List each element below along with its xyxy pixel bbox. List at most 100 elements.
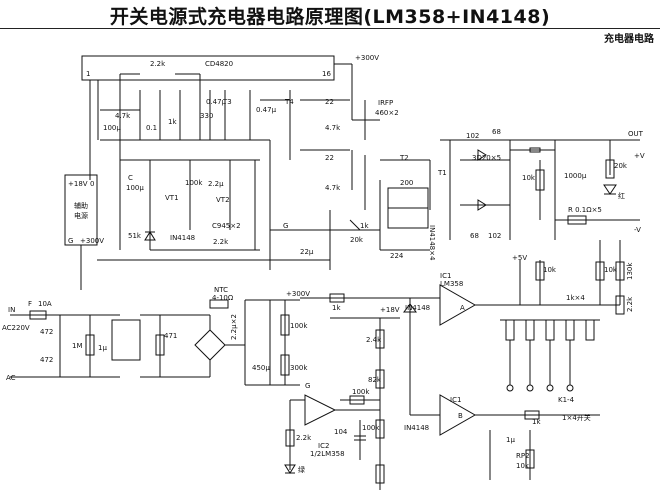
label-c-2-2ux2: 2.2μ×2: [230, 314, 238, 340]
label-ic1-top: IC1: [440, 272, 451, 280]
label-r-2k2-c: 2.2k: [626, 296, 634, 312]
label-c-100u-b: 100μ: [126, 184, 144, 192]
label-in4148-bot: IN4148: [404, 424, 429, 432]
label-c-224: 224: [390, 252, 404, 260]
label-300v-mid: +300V: [286, 290, 310, 298]
label-r-68-a: 68: [492, 128, 501, 136]
label-aux-0: 0: [90, 180, 94, 188]
label-r-2k2-d: 2.2k: [296, 434, 312, 442]
label-out: OUT: [628, 130, 644, 138]
label-300v-top: +300V: [355, 54, 379, 62]
label-c945: C945×2: [212, 222, 241, 230]
label-t2: T2: [399, 154, 409, 162]
label-r-300k: 300k: [290, 364, 308, 372]
emi-filter: [111, 319, 141, 361]
label-switch-1x4: 1×4开关: [562, 413, 591, 422]
label-c-2-2u: 2.2μ: [208, 180, 224, 188]
label-vt2: VT2: [216, 196, 230, 204]
label-t1: T1: [437, 169, 447, 177]
label-r-20k-b: 20k: [614, 162, 628, 170]
label-pin1: 1: [86, 70, 90, 78]
label-r-82k: 82k: [368, 376, 382, 384]
label-op-b: B: [458, 412, 463, 420]
cd4820-chip: [81, 55, 335, 81]
label-c-104: 104: [334, 428, 348, 436]
label-plus5v: +5V: [512, 254, 527, 262]
label-irfp: IRFP: [378, 99, 393, 107]
label-g-bottom: G: [305, 382, 310, 390]
label-r-1k: 1k: [168, 118, 177, 126]
label-r-4k7-a: 4.7k: [115, 112, 131, 120]
label-d-3d20: 3D20×5: [472, 154, 501, 162]
op-amp-ic2: [304, 394, 337, 426]
label-ntc-val: 4-10Ω: [212, 294, 234, 302]
label-pin16: 16: [322, 70, 331, 78]
label-t3: T3: [222, 98, 232, 106]
label-r-2k2-b: 2.2k: [213, 238, 229, 246]
label-c-047-a: 0.47μ: [206, 98, 227, 106]
label-r-100k-c: 100k: [352, 388, 370, 396]
label-aux-300: +300V: [80, 237, 104, 245]
label-aux-18v: +18V: [68, 180, 88, 188]
label-ic2: IC2: [318, 442, 329, 450]
label-r-10k-d: 10k: [516, 462, 530, 470]
label-r-68-b: 68: [470, 232, 479, 240]
label-c-100u-a: 100μ: [103, 124, 121, 132]
label-ac220: AC220V: [2, 324, 30, 332]
label-r-2k4: 2.4k: [366, 336, 382, 344]
label-in4148x4: IN4148×4: [428, 225, 436, 261]
label-r-130k: 130k: [626, 262, 634, 280]
label-op-a: A: [460, 304, 465, 312]
bridge-rectifier: [194, 329, 226, 361]
label-g-mid: G: [283, 222, 288, 230]
label-chip: CD4820: [205, 60, 233, 68]
label-r-100k-d: 100k: [362, 424, 380, 432]
label-minus-v: -V: [634, 226, 641, 234]
diagram-title: 开关电源式充电器电路原理图(LM358+IN4148): [109, 6, 551, 28]
label-c-472-a: 472: [40, 328, 53, 336]
label-t4: T4: [284, 98, 294, 106]
label-r-22-b: 22: [325, 154, 334, 162]
label-led-red: 红: [618, 191, 625, 200]
label-r-22-a: 22: [325, 98, 334, 106]
label-f: F: [28, 300, 32, 308]
component-labels: CD4820 +300V 1 16 2.2k 4.7k 100μ 0.1 1k …: [2, 54, 645, 474]
label-c-047-b: 0.47μ: [256, 106, 277, 114]
label-k1-4: K1-4: [558, 396, 575, 404]
wires: [10, 55, 640, 490]
label-r-1k-d: 1k: [532, 418, 541, 426]
resistor-0-1-ohm: [567, 215, 587, 225]
label-ic2-lm: 1/2LM358: [310, 450, 345, 458]
label-plus-v: +V: [634, 152, 645, 160]
label-r-4k7-c: 4.7k: [325, 184, 341, 192]
title-rule: [0, 28, 660, 29]
label-vt1: VT1: [165, 194, 179, 202]
label-ic1-bottom: IC1: [450, 396, 461, 404]
label-r-330: 330: [200, 112, 213, 120]
label-c-450u: 450μ: [252, 364, 270, 372]
label-r-20k-a: 20k: [350, 236, 364, 244]
label-c-472-b: 472: [40, 356, 53, 364]
label-aux-g: G: [68, 237, 73, 245]
label-r-1k-b: 1k: [360, 222, 369, 230]
label-r-100k-b: 100k: [290, 322, 308, 330]
label-f-rating: 10A: [38, 300, 52, 308]
label-in: IN: [8, 306, 15, 314]
label-r-01: R 0.1Ω×5: [568, 206, 602, 214]
label-d-in4148: IN4148: [170, 234, 195, 242]
label-aux-name2: 电源: [74, 211, 88, 220]
label-rp2: RP2: [516, 452, 530, 460]
label-r-10k-b: 10k: [543, 266, 557, 274]
label-irfp-qty: 460×2: [375, 109, 399, 117]
label-r-51k: 51k: [128, 232, 142, 240]
label-c-102-b: 102: [488, 232, 501, 240]
label-plus18: +18V: [380, 306, 400, 314]
label-c: C: [128, 174, 133, 182]
label-aux-name: 辅助: [74, 201, 88, 210]
label-r-10k-c: 10k: [604, 266, 618, 274]
label-r-200: 200: [400, 179, 413, 187]
label-r-1k-c: 1k: [332, 304, 341, 312]
label-r-1m: 1M: [72, 342, 83, 350]
